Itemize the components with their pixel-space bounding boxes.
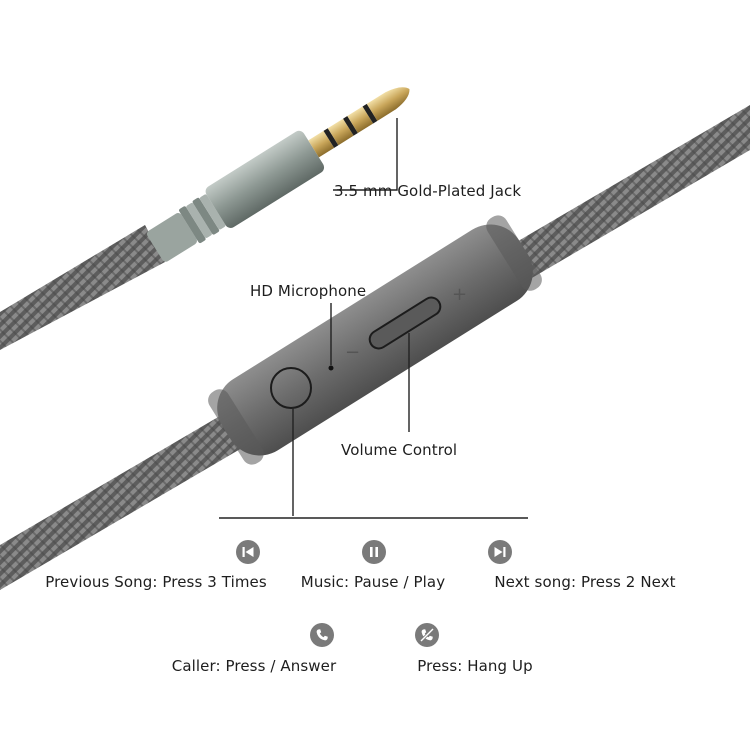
volume-label: Volume Control	[341, 441, 458, 459]
microphone-label: HD Microphone	[250, 282, 367, 300]
hang-up-label: Press: Hang Up	[417, 657, 533, 675]
volume-minus-symbol: −	[345, 342, 360, 363]
phone-icon	[310, 623, 334, 647]
caller-answer-label: Caller: Press / Answer	[171, 657, 337, 675]
jack-label: 3.5 mm Gold-Plated Jack	[334, 182, 522, 200]
previous-track-icon	[236, 540, 260, 564]
hang-up-icon	[415, 623, 439, 647]
volume-plus-symbol: +	[452, 284, 467, 305]
volume-rocker	[368, 296, 442, 350]
multifunction-button	[270, 367, 312, 409]
upper-cable	[0, 225, 165, 350]
audio-jack	[146, 87, 410, 262]
next-track-icon	[488, 540, 512, 564]
pause-play-label: Music: Pause / Play	[300, 573, 446, 591]
microphone-hole	[328, 365, 334, 371]
jack-leader-line	[333, 118, 398, 191]
previous-song-label: Previous Song: Press 3 Times	[45, 573, 267, 591]
next-song-label: Next song: Press 2 Next	[494, 573, 676, 591]
pause-icon	[362, 540, 386, 564]
